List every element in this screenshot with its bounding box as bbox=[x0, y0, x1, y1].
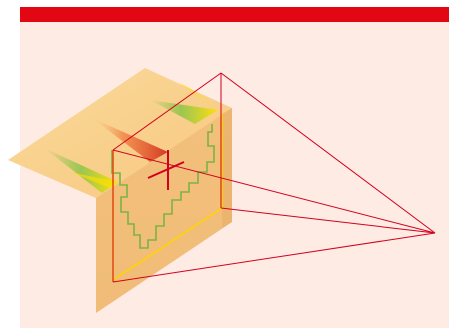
right-edge-face bbox=[222, 108, 232, 228]
